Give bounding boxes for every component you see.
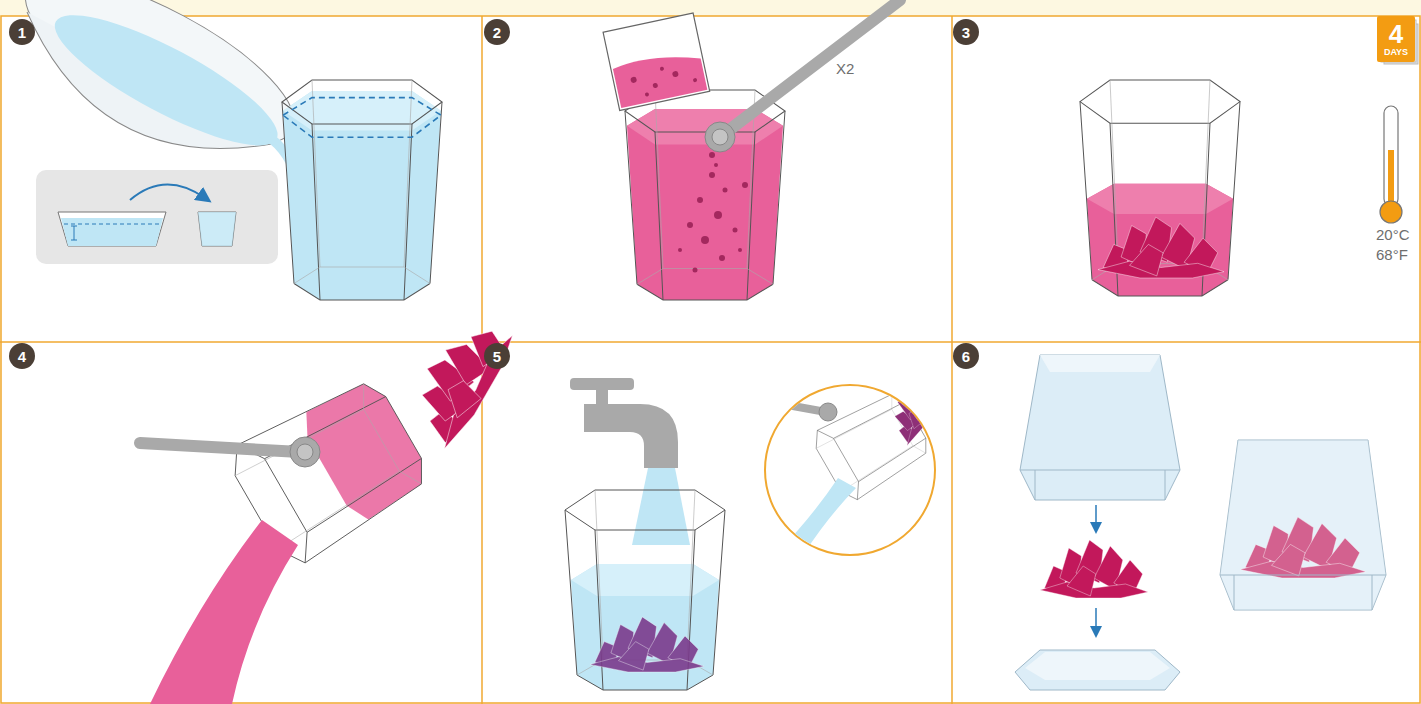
day-count: 4 bbox=[1389, 21, 1403, 47]
step-number: 6 bbox=[953, 343, 979, 369]
step-digit: 3 bbox=[962, 24, 970, 41]
temperature-fahrenheit: 68°F bbox=[1376, 246, 1408, 263]
step-digit: 5 bbox=[493, 348, 501, 365]
days-calendar: 4DAYS bbox=[1377, 16, 1415, 62]
step-number: 4 bbox=[9, 343, 35, 369]
day-unit: DAYS bbox=[1384, 48, 1408, 57]
temperature-celsius: 20°C bbox=[1376, 226, 1410, 243]
step-digit: 2 bbox=[493, 24, 501, 41]
step-number: 3 bbox=[953, 19, 979, 45]
step-number: 5 bbox=[484, 343, 510, 369]
step-digit: 6 bbox=[962, 348, 970, 365]
step-digit: 1 bbox=[18, 24, 26, 41]
step-number: 2 bbox=[484, 19, 510, 45]
repeat-count: X2 bbox=[836, 60, 854, 77]
step-digit: 4 bbox=[18, 348, 26, 365]
step-number: 1 bbox=[9, 19, 35, 45]
